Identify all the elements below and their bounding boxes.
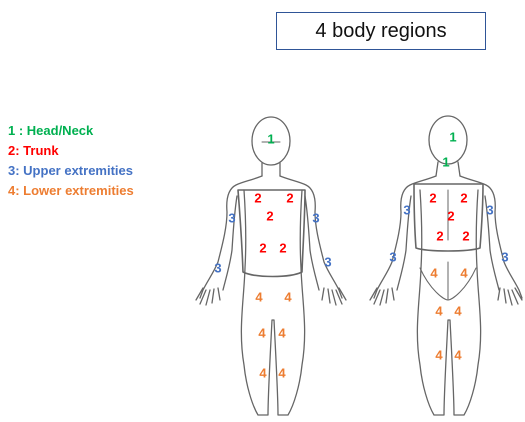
back-label-arm-right-upper: 3 bbox=[486, 203, 493, 218]
front-label-trunk-b: 2 bbox=[286, 191, 293, 206]
back-label-head: 1 bbox=[449, 130, 456, 145]
front-label-trunk-e: 2 bbox=[279, 241, 286, 256]
back-label-trunk-b: 2 bbox=[460, 191, 467, 206]
back-left-hand-outline bbox=[370, 288, 394, 305]
back-label-leg-c: 4 bbox=[435, 304, 443, 319]
front-trunk-outline bbox=[238, 190, 305, 277]
front-left-hand-outline bbox=[196, 288, 220, 305]
front-label-leg-b: 4 bbox=[284, 290, 292, 305]
front-label-arm-right-lower: 3 bbox=[324, 255, 331, 270]
back-label-leg-e: 4 bbox=[435, 348, 443, 363]
front-label-leg-a: 4 bbox=[255, 290, 263, 305]
front-label-leg-d: 4 bbox=[278, 326, 286, 341]
front-label-trunk-d: 2 bbox=[259, 241, 266, 256]
back-label-arm-left-lower: 3 bbox=[389, 250, 396, 265]
front-label-arm-right-upper: 3 bbox=[312, 211, 319, 226]
back-label-trunk-c: 2 bbox=[447, 209, 454, 224]
back-label-arm-right-lower: 3 bbox=[501, 250, 508, 265]
back-label-leg-a: 4 bbox=[430, 266, 438, 281]
front-label-arm-left-lower: 3 bbox=[214, 261, 221, 276]
back-label-neck: 1 bbox=[442, 155, 449, 170]
front-label-leg-e: 4 bbox=[259, 366, 267, 381]
front-label-leg-c: 4 bbox=[258, 326, 266, 341]
back-label-arm-left-upper: 3 bbox=[403, 203, 410, 218]
front-label-head: 1 bbox=[267, 132, 274, 147]
front-region-labels: 1 2 2 2 2 2 3 3 3 3 4 4 4 4 4 4 bbox=[214, 132, 331, 381]
front-label-arm-left-upper: 3 bbox=[228, 211, 235, 226]
front-label-trunk-c: 2 bbox=[266, 209, 273, 224]
back-label-leg-b: 4 bbox=[460, 266, 468, 281]
back-label-trunk-d: 2 bbox=[436, 229, 443, 244]
back-label-leg-f: 4 bbox=[454, 348, 462, 363]
front-right-hand-outline bbox=[322, 288, 346, 305]
front-label-leg-f: 4 bbox=[278, 366, 286, 381]
front-label-trunk-a: 2 bbox=[254, 191, 261, 206]
back-region-labels: 1 1 2 2 2 2 2 3 3 3 3 4 4 4 4 4 4 bbox=[389, 130, 508, 363]
back-label-leg-d: 4 bbox=[454, 304, 462, 319]
back-right-hand-outline bbox=[498, 288, 522, 305]
back-label-trunk-e: 2 bbox=[462, 229, 469, 244]
back-label-trunk-a: 2 bbox=[429, 191, 436, 206]
